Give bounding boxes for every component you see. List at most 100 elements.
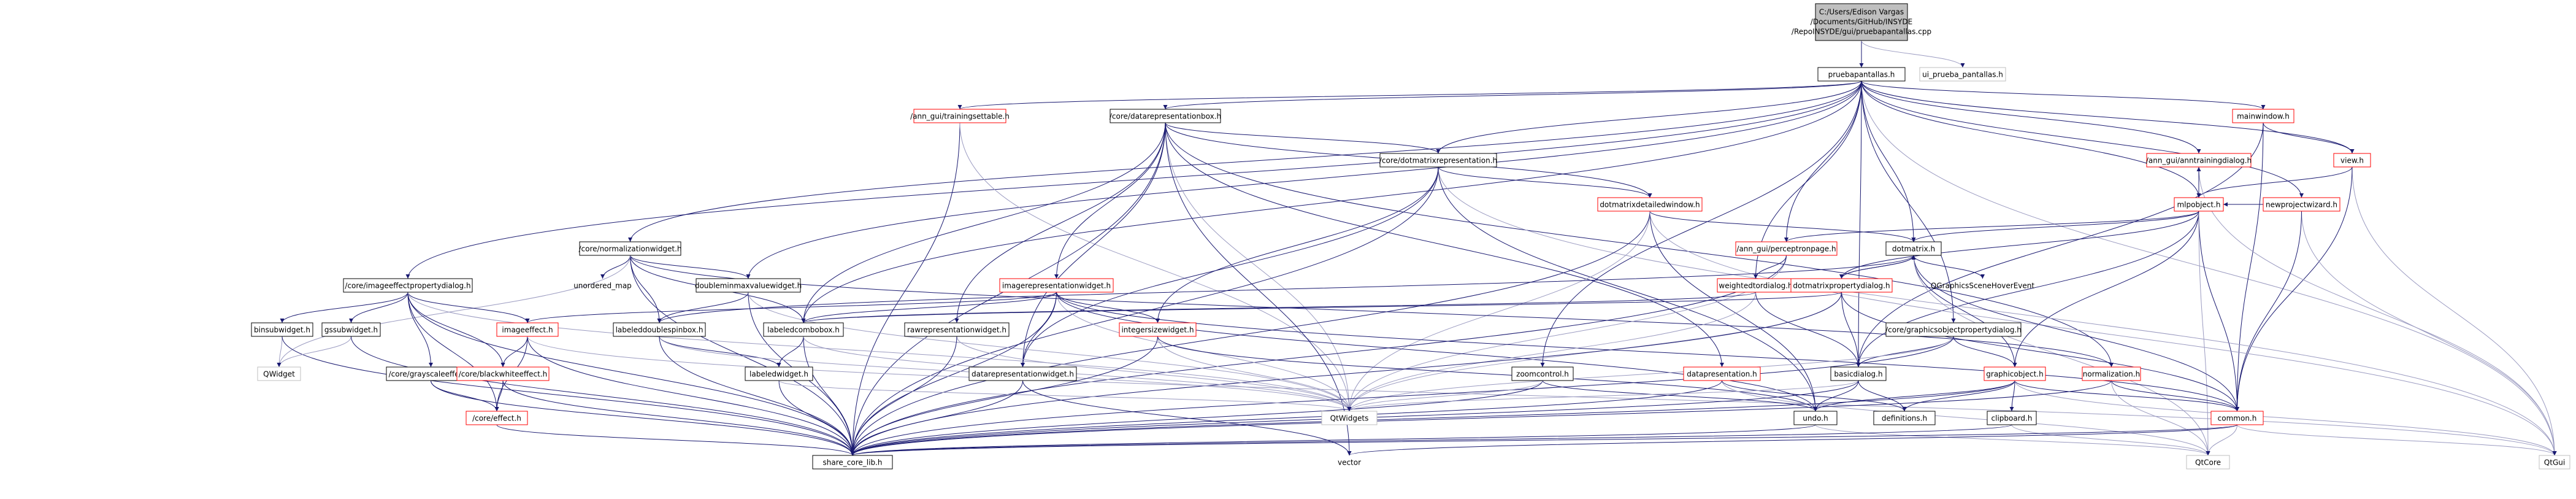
node-core-normalizationwidget[interactable]: /core/normalizationwidget.h	[579, 241, 682, 256]
node-core-imageeffectpropertydialog[interactable]: /core/imageeffectpropertydialog.h	[343, 278, 473, 293]
node-core-blackwhiteeffect[interactable]: /core/blackwhiteeffect.h	[456, 366, 550, 381]
node-basicdialog[interactable]: basicdialog.h	[1830, 366, 1887, 381]
edge-core_dotmatrixrepresentation-to-qtgui	[1438, 166, 2557, 456]
node-dotmatrixpropertydialog[interactable]: dotmatrixpropertydialog.h	[1790, 278, 1893, 293]
node-label: imageeffect.h	[502, 326, 553, 335]
node-label-line: C:/Users/Edison Vargas	[1819, 8, 1904, 17]
node-graphicobject[interactable]: graphicobject.h	[1984, 366, 2046, 381]
node-view-h[interactable]: view.h	[2333, 153, 2371, 168]
node-zoomcontrol[interactable]: zoomcontrol.h	[1511, 366, 1574, 381]
node-labeleddoublespinbox[interactable]: labeleddoublespinbox.h	[613, 322, 706, 337]
edge-pruebapantallas_h-to-ann_anntrainingdialog	[1861, 80, 2201, 154]
edge-core_graphicsobjectpropertydialog-to-graphicobject	[1953, 336, 2017, 368]
node-qtgui[interactable]: QtGui	[2539, 455, 2570, 470]
node-core-dotmatrixrepresentation[interactable]: /core/dotmatrixrepresentation.h	[1379, 153, 1497, 168]
node-labeledwidget[interactable]: labeledwidget.h	[745, 366, 813, 381]
node-box	[1830, 366, 1887, 381]
edge-zoomcontrol-to-undo_h	[1542, 380, 1818, 412]
node-ann-trainingsettable[interactable]: /ann_gui/trainingsettable.h	[910, 109, 1010, 123]
node-label: /core/normalizationwidget.h	[579, 245, 682, 253]
node-datarepresentationwidget[interactable]: datarepresentationwidget.h	[968, 366, 1077, 381]
node-pruebapantallas-h[interactable]: pruebapantallas.h	[1817, 67, 1906, 82]
node-integersizewidget[interactable]: integersizewidget.h	[1119, 322, 1197, 337]
edge-pruebapantallas_h-to-core_datarepresentationbox	[1163, 80, 1862, 110]
edge-clipboard-to-qtcore	[2011, 424, 2210, 456]
edge-core_dotmatrixrepresentation-to-undo_h	[1438, 166, 1818, 412]
node-rawrepresentationwidget[interactable]: rawrepresentationwidget.h	[904, 322, 1010, 337]
node-imageeffect-h[interactable]: imageeffect.h	[496, 322, 559, 337]
node-mlpobject[interactable]: mlpobject.h	[2174, 197, 2224, 212]
node-label: normalization.h	[2083, 370, 2140, 379]
node-qwidget[interactable]: QWidget	[257, 366, 301, 381]
node-vector: vector	[1338, 458, 1361, 467]
node-gssubwidget[interactable]: gssubwidget.h	[321, 322, 381, 337]
edge-integersizewidget-to-qtwidgets	[1157, 336, 1352, 412]
edge-pruebapantallas_h-to-mainwindow	[1861, 80, 2266, 110]
node-box	[1321, 411, 1378, 425]
node-qtwidgets[interactable]: QtWidgets	[1321, 411, 1378, 425]
node-box	[1793, 411, 1838, 425]
edge-pruebapantallas_h-to-core_imageeffectpropertydialog	[405, 80, 1862, 279]
edge-core_imageeffectpropertydialog-to-qtwidgets	[407, 292, 1352, 412]
edge-normalization-to-qtcore	[2111, 380, 2210, 456]
edge-pruebapantallas_h-to-basicdialog	[1856, 80, 1862, 368]
node-common-h[interactable]: common.h	[2210, 411, 2264, 425]
node-ann-anntrainingdialog[interactable]: /ann_gui/anntrainingdialog.h	[2146, 153, 2252, 168]
edge-pruebapantallas_h-to-core_graphicsobjectpropertydialog	[1861, 80, 1956, 323]
node-core-graphicsobjectpropertydialog[interactable]: /core/graphicsobjectpropertydialog.h	[1885, 322, 2022, 337]
node-label: labeleddoublespinbox.h	[616, 326, 703, 335]
edge-core_datarepresentationbox-to-rawrepresentationwidget	[954, 122, 1166, 323]
node-box	[1984, 366, 2046, 381]
edge-clipboard-to-share_core_lib	[851, 424, 2012, 456]
edge-graphicobject-to-common_h	[2014, 380, 2239, 412]
edge-core_imageeffectpropertydialog-to-gssubwidget	[349, 292, 408, 323]
node-mainwindow[interactable]: mainwindow.h	[2232, 109, 2294, 123]
node-box	[1987, 411, 2037, 425]
edge-dotmatrix_h-to-qgraphicsscenehoverevent	[1913, 255, 1985, 279]
node-labeledcombobox[interactable]: labeledcombobox.h	[763, 322, 844, 337]
node-weightedtordialog[interactable]: weightedtordialog.h	[1717, 278, 1795, 293]
node-share-core-lib[interactable]: share_core_lib.h	[812, 455, 893, 470]
node-ui-prueba-pantallas-h[interactable]: ui_prueba_pantallas.h	[1919, 67, 2006, 82]
node-label: QWidget	[263, 370, 295, 379]
node-clipboard[interactable]: clipboard.h	[1987, 411, 2037, 425]
edge-gssubwidget-to-qwidget	[277, 336, 351, 368]
node-box	[968, 366, 1077, 381]
node-normalization[interactable]: normalization.h	[2082, 366, 2141, 381]
node-core-datarepresentationbox[interactable]: /core/datarepresentationbox.h	[1110, 109, 1221, 123]
edge-pruebapantallas_h-to-core_dotmatrixrepresentation	[1436, 80, 1862, 154]
edge-core_normalizationwidget-to-normalization	[630, 255, 2114, 368]
node-label: mainwindow.h	[2237, 112, 2290, 121]
node-core-effect[interactable]: /core/effect.h	[466, 411, 528, 425]
node-label: view.h	[2340, 157, 2364, 165]
node-ann-perceptronpage[interactable]: /ann_gui/perceptronpage.h	[1735, 241, 1838, 256]
edge-core_dotmatrixrepresentation-to-share_core_lib	[850, 166, 1439, 456]
edge-pruebapantallas_h-to-mlpobject	[1861, 80, 2201, 198]
node-imagerepresentationwidget[interactable]: imagerepresentationwidget.h	[999, 278, 1114, 293]
node-dotmatrixdetailedwindow[interactable]: dotmatrixdetailedwindow.h	[1597, 197, 1703, 212]
node-label: definitions.h	[1882, 414, 1927, 423]
node-definitions[interactable]: definitions.h	[1873, 411, 1936, 425]
edge-graphicobject-to-qtgui	[2014, 380, 2557, 456]
edge-mlpobject-to-graphicobject	[2012, 211, 2199, 368]
node-label: newprojectwizard.h	[2266, 201, 2337, 209]
node-datapresentation[interactable]: datapresentation.h	[1683, 366, 1761, 381]
edge-mlpobject-to-basicdialog	[1856, 211, 2199, 368]
node-core-grayscaleeffect[interactable]: /core/grayscaleeffect.h	[386, 366, 476, 381]
node-label: imagerepresentationwidget.h	[1002, 282, 1111, 290]
edge-ann_trainingsettable-to-share_core_lib	[850, 122, 960, 456]
edge-mainwindow-to-common_h	[2235, 122, 2264, 412]
node-newprojectwizard[interactable]: newprojectwizard.h	[2263, 197, 2340, 212]
node-label: datapresentation.h	[1687, 370, 1757, 379]
node-undo-h[interactable]: undo.h	[1793, 411, 1838, 425]
node-box	[1119, 322, 1197, 337]
node-doubleminmaxvaluewidget[interactable]: doubleminmaxvaluewidget.h	[695, 278, 802, 293]
node-binsubwidget[interactable]: binsubwidget.h	[251, 322, 313, 337]
edge-common_h-to-qtgui	[2237, 424, 2557, 456]
node-dotmatrix-h[interactable]: dotmatrix.h	[1885, 241, 1942, 256]
node-box	[1511, 366, 1574, 381]
node-qtcore[interactable]: QtCore	[2186, 455, 2230, 470]
node-root[interactable]: C:/Users/Edison Vargas/Documents/GitHub/…	[1792, 3, 1931, 41]
edge-pruebapantallas_h-to-dotmatrix_h	[1861, 80, 1916, 242]
node-label-line: /RepoINSYDE/gui/pruebapantallas.cpp	[1792, 28, 1931, 36]
